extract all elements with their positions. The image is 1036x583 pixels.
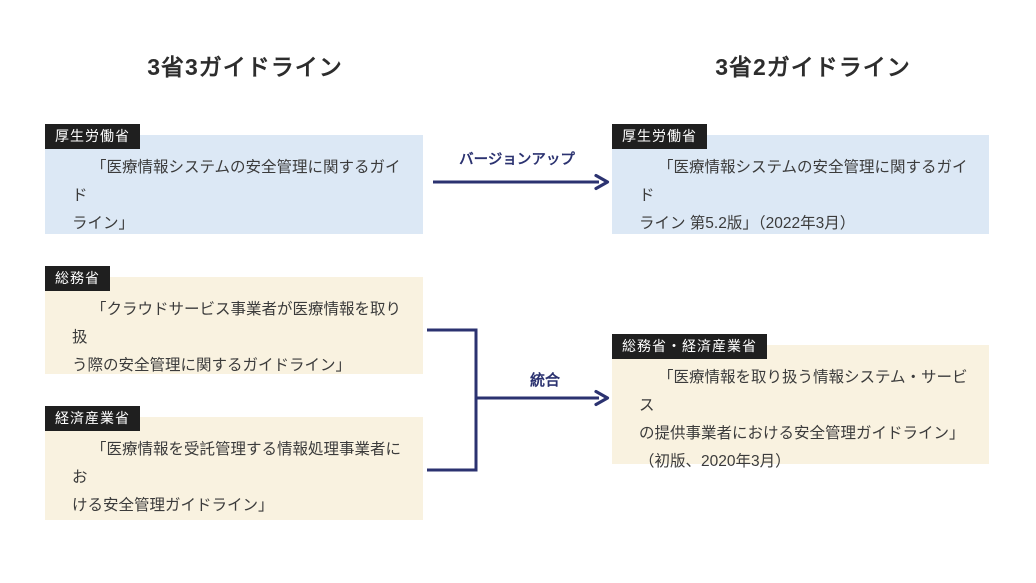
merge-label: 統合	[529, 372, 560, 389]
guideline-text-meti-old: 「医療情報を受託管理する情報処理事業者にお ける安全管理ガイドライン」	[72, 441, 402, 514]
right-column-title: 3省2ガイドライン	[715, 54, 911, 80]
box-mhlw-new: 厚生労働省 「医療情報システムの安全管理に関するガイド ライン 第5.2版」（2…	[612, 124, 989, 234]
ministry-tag-mhlw-new: 厚生労働省	[612, 124, 707, 149]
box-meti-old: 経済産業省 「医療情報を受託管理する情報処理事業者にお ける安全管理ガイドライン…	[45, 406, 423, 520]
ministry-tag-mic-meti-new: 総務省・経済産業省	[612, 334, 767, 359]
guideline-text-mhlw-new: 「医療情報システムの安全管理に関するガイド ライン 第5.2版」（2022年3月…	[639, 159, 968, 232]
version-up-label: バージョンアップ	[459, 152, 575, 168]
version-up-arrowhead-icon	[594, 173, 610, 191]
box-mic-old: 総務省 「クラウドサービス事業者が医療情報を取り扱 う際の安全管理に関するガイド…	[45, 266, 423, 374]
box-mic-meti-new: 総務省・経済産業省 「医療情報を取り扱う情報システム・サービス の提供事業者にお…	[612, 334, 989, 470]
guideline-text-mic-meti-new: 「医療情報を取り扱う情報システム・サービス の提供事業者における安全管理ガイドラ…	[639, 369, 968, 470]
merge-bracket-line	[427, 328, 478, 472]
ministry-tag-mic-old: 総務省	[45, 266, 110, 291]
guideline-text-mhlw-old: 「医療情報システムの安全管理に関するガイド ライン」	[72, 159, 401, 232]
box-mhlw-old: 厚生労働省 「医療情報システムの安全管理に関するガイド ライン」	[45, 124, 423, 234]
left-column-title: 3省3ガイドライン	[147, 54, 343, 80]
ministry-tag-mhlw-old: 厚生労働省	[45, 124, 140, 149]
ministry-tag-meti-old: 経済産業省	[45, 406, 140, 431]
guideline-text-mic-old: 「クラウドサービス事業者が医療情報を取り扱 う際の安全管理に関するガイドライン」	[72, 301, 402, 374]
merge-arrowhead-icon	[594, 389, 610, 407]
